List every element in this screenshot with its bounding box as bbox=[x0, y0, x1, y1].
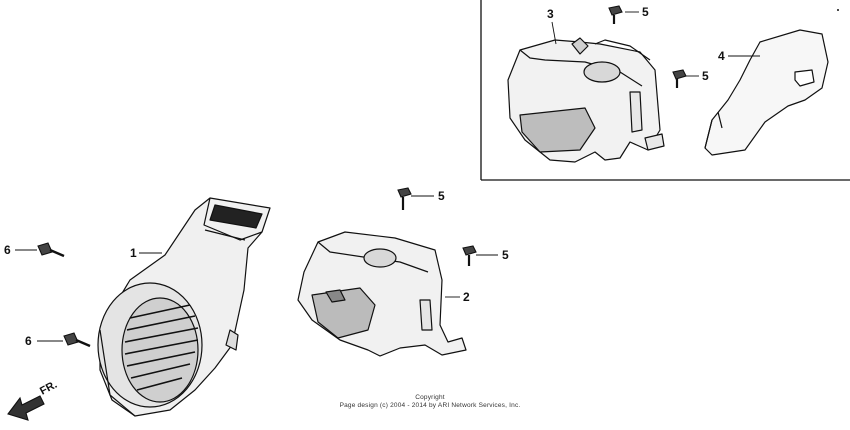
callout-3: 3 bbox=[547, 7, 554, 21]
callout-6-upper: 6 bbox=[4, 243, 11, 257]
part-1-fan-cover bbox=[97, 197, 271, 417]
callout-5-middle-right: 5 bbox=[502, 248, 509, 262]
bolt-6-upper bbox=[37, 242, 65, 258]
bolt-5-middle-right bbox=[462, 245, 477, 266]
callout-2: 2 bbox=[463, 290, 470, 304]
leader-lines bbox=[15, 11, 760, 342]
copyright-notice: Copyright Page design (c) 2004 - 2014 by… bbox=[300, 394, 560, 410]
front-direction-arrow-icon bbox=[7, 395, 45, 421]
bolt-5-middle-top bbox=[397, 187, 412, 210]
callout-6-lower: 6 bbox=[25, 334, 32, 348]
callout-5-inset-top: 5 bbox=[642, 5, 649, 19]
bolt-5-inset-top bbox=[608, 5, 623, 24]
part-4-shroud-plate bbox=[704, 29, 829, 156]
callout-5-middle-top: 5 bbox=[438, 189, 445, 203]
callout-5-inset-right: 5 bbox=[702, 69, 709, 83]
callout-1: 1 bbox=[130, 246, 137, 260]
copyright-line-2: Page design (c) 2004 - 2014 by ARI Netwo… bbox=[339, 402, 521, 409]
bolt-6-lower bbox=[63, 332, 91, 348]
part-3-fan-cover-inset bbox=[507, 37, 665, 163]
callout-4: 4 bbox=[718, 49, 725, 63]
inset-frame bbox=[480, 0, 850, 181]
part-2-fan-cover bbox=[297, 231, 467, 357]
copyright-line-1: Copyright bbox=[415, 394, 445, 401]
corner-dot bbox=[837, 9, 839, 11]
bolt-5-inset-right bbox=[672, 69, 687, 88]
